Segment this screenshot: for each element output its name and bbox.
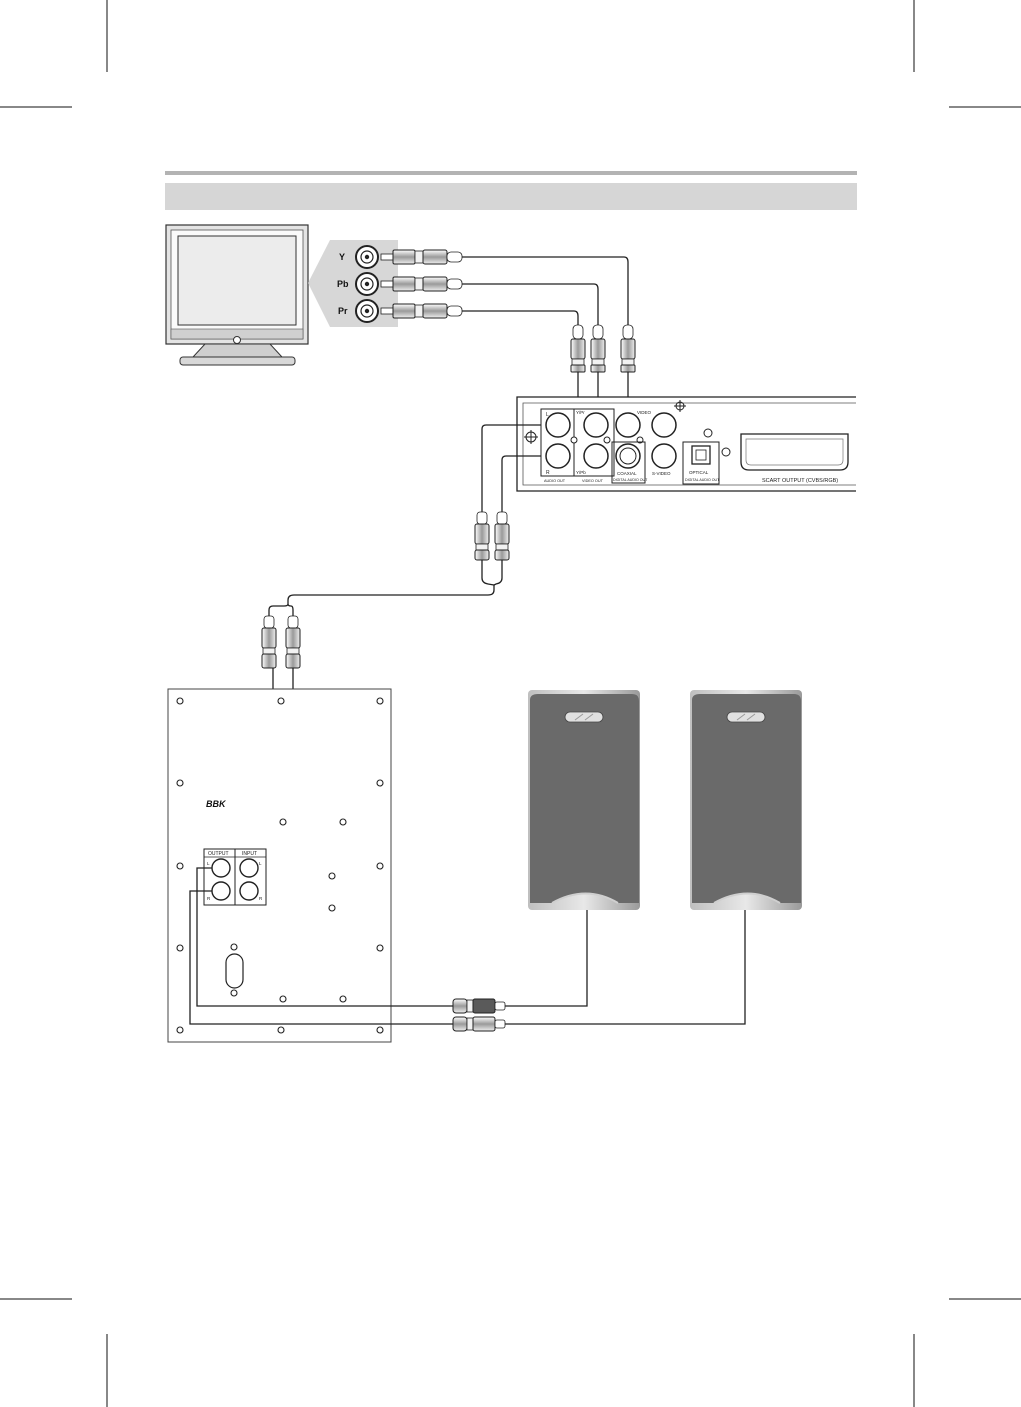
speaker-cables <box>189 867 746 1025</box>
dvd-label-l: L <box>546 412 549 418</box>
sub-input-l-jack <box>239 858 259 878</box>
rca-plug-pr-dvd <box>570 324 586 373</box>
tv-label-pb: Pb <box>337 279 349 289</box>
dvd-label-digital-coax: DIGITAL AUDIO OUT <box>613 478 648 482</box>
dvd-label-scart: SCART OUTPUT (CVBS/RGB) <box>762 478 838 484</box>
dvd-cr-jack <box>583 443 609 469</box>
rca-plug-audio-l-dvd <box>474 511 490 561</box>
dvd-coaxial-jack <box>615 443 641 469</box>
dvd-label-video-out: VIDEO OUT <box>582 479 604 483</box>
rca-plug-pb-dvd <box>590 324 606 373</box>
rca-plug-y-dvd <box>620 324 636 373</box>
rca-plug-audio-r-sub <box>285 615 301 669</box>
rca-plug-y-tv <box>380 249 463 265</box>
sub-label-out-r: R <box>207 896 211 901</box>
tv-jack-y <box>355 245 379 269</box>
dvd-label-video: VIDEO <box>637 410 652 415</box>
sub-label-input: INPUT <box>242 851 257 857</box>
header-rule <box>165 171 857 175</box>
dvd-label-digital-opt: DIGITAL AUDIO OUT <box>685 478 720 482</box>
bass-port <box>225 953 244 989</box>
dvd-y-pr-jack <box>583 412 609 438</box>
dvd-label-y-pr: Y/Pr <box>576 410 585 415</box>
sub-label-in-l: L <box>259 861 262 866</box>
rca-plug-speaker-left <box>452 998 506 1014</box>
tv-jack-pr <box>355 299 379 323</box>
tv-component-input-panel: Y Pb Pr <box>308 240 398 327</box>
tv-label-pr: Pr <box>338 306 348 316</box>
speaker-right <box>690 690 802 910</box>
dvd-audio-out-l-jack <box>545 412 571 438</box>
rca-plug-audio-r-dvd <box>494 511 510 561</box>
tv-monitor <box>165 224 309 366</box>
rca-plug-pr-tv <box>380 303 463 319</box>
panel-screws <box>176 697 384 1034</box>
dvd-label-y-pb: Y/Pb <box>576 470 586 475</box>
tv-jack-pb <box>355 272 379 296</box>
speaker-left <box>528 690 640 910</box>
dvd-audio-out-r-jack <box>545 443 571 469</box>
subwoofer-rear-panel: BBK OUTPUT INPUT L R L R <box>167 688 392 1043</box>
dvd-label-optical: OPTICAL <box>689 470 709 475</box>
dvd-label-r: R <box>546 470 550 476</box>
rca-plug-speaker-right <box>452 1016 506 1032</box>
dvd-extra-jack <box>651 412 677 438</box>
screw-icon <box>524 430 538 444</box>
sub-output-l-jack <box>211 858 231 878</box>
sub-label-output: OUTPUT <box>208 851 229 857</box>
dvd-label-audio-out: AUDIO OUT <box>544 479 566 483</box>
dvd-label-s-video: S-VIDEO <box>652 471 671 476</box>
sub-output-r-jack <box>211 881 231 901</box>
header-band <box>165 183 857 210</box>
screw-icon <box>674 400 686 412</box>
dvd-label-coaxial: COAXIAL <box>617 471 637 476</box>
tv-label-y: Y <box>339 252 345 262</box>
dvd-video-jack <box>615 412 641 438</box>
dvd-player-rear-panel: L R AUDIO OUT Y/Pr Y/Pb VIDEO OUT VIDEO … <box>516 396 856 492</box>
dvd-optical-jack <box>691 445 711 465</box>
dvd-scart-connector <box>740 433 849 471</box>
sub-label-in-r: R <box>259 896 263 901</box>
sub-input-r-jack <box>239 881 259 901</box>
brand-logo: BBK <box>206 799 227 809</box>
rca-plug-audio-l-sub <box>261 615 277 669</box>
dvd-s-video-jack <box>651 443 677 469</box>
rca-plug-pb-tv <box>380 276 463 292</box>
sub-label-out-l: L <box>207 861 210 866</box>
subwoofer-io-block: OUTPUT INPUT L R L R <box>203 848 267 906</box>
